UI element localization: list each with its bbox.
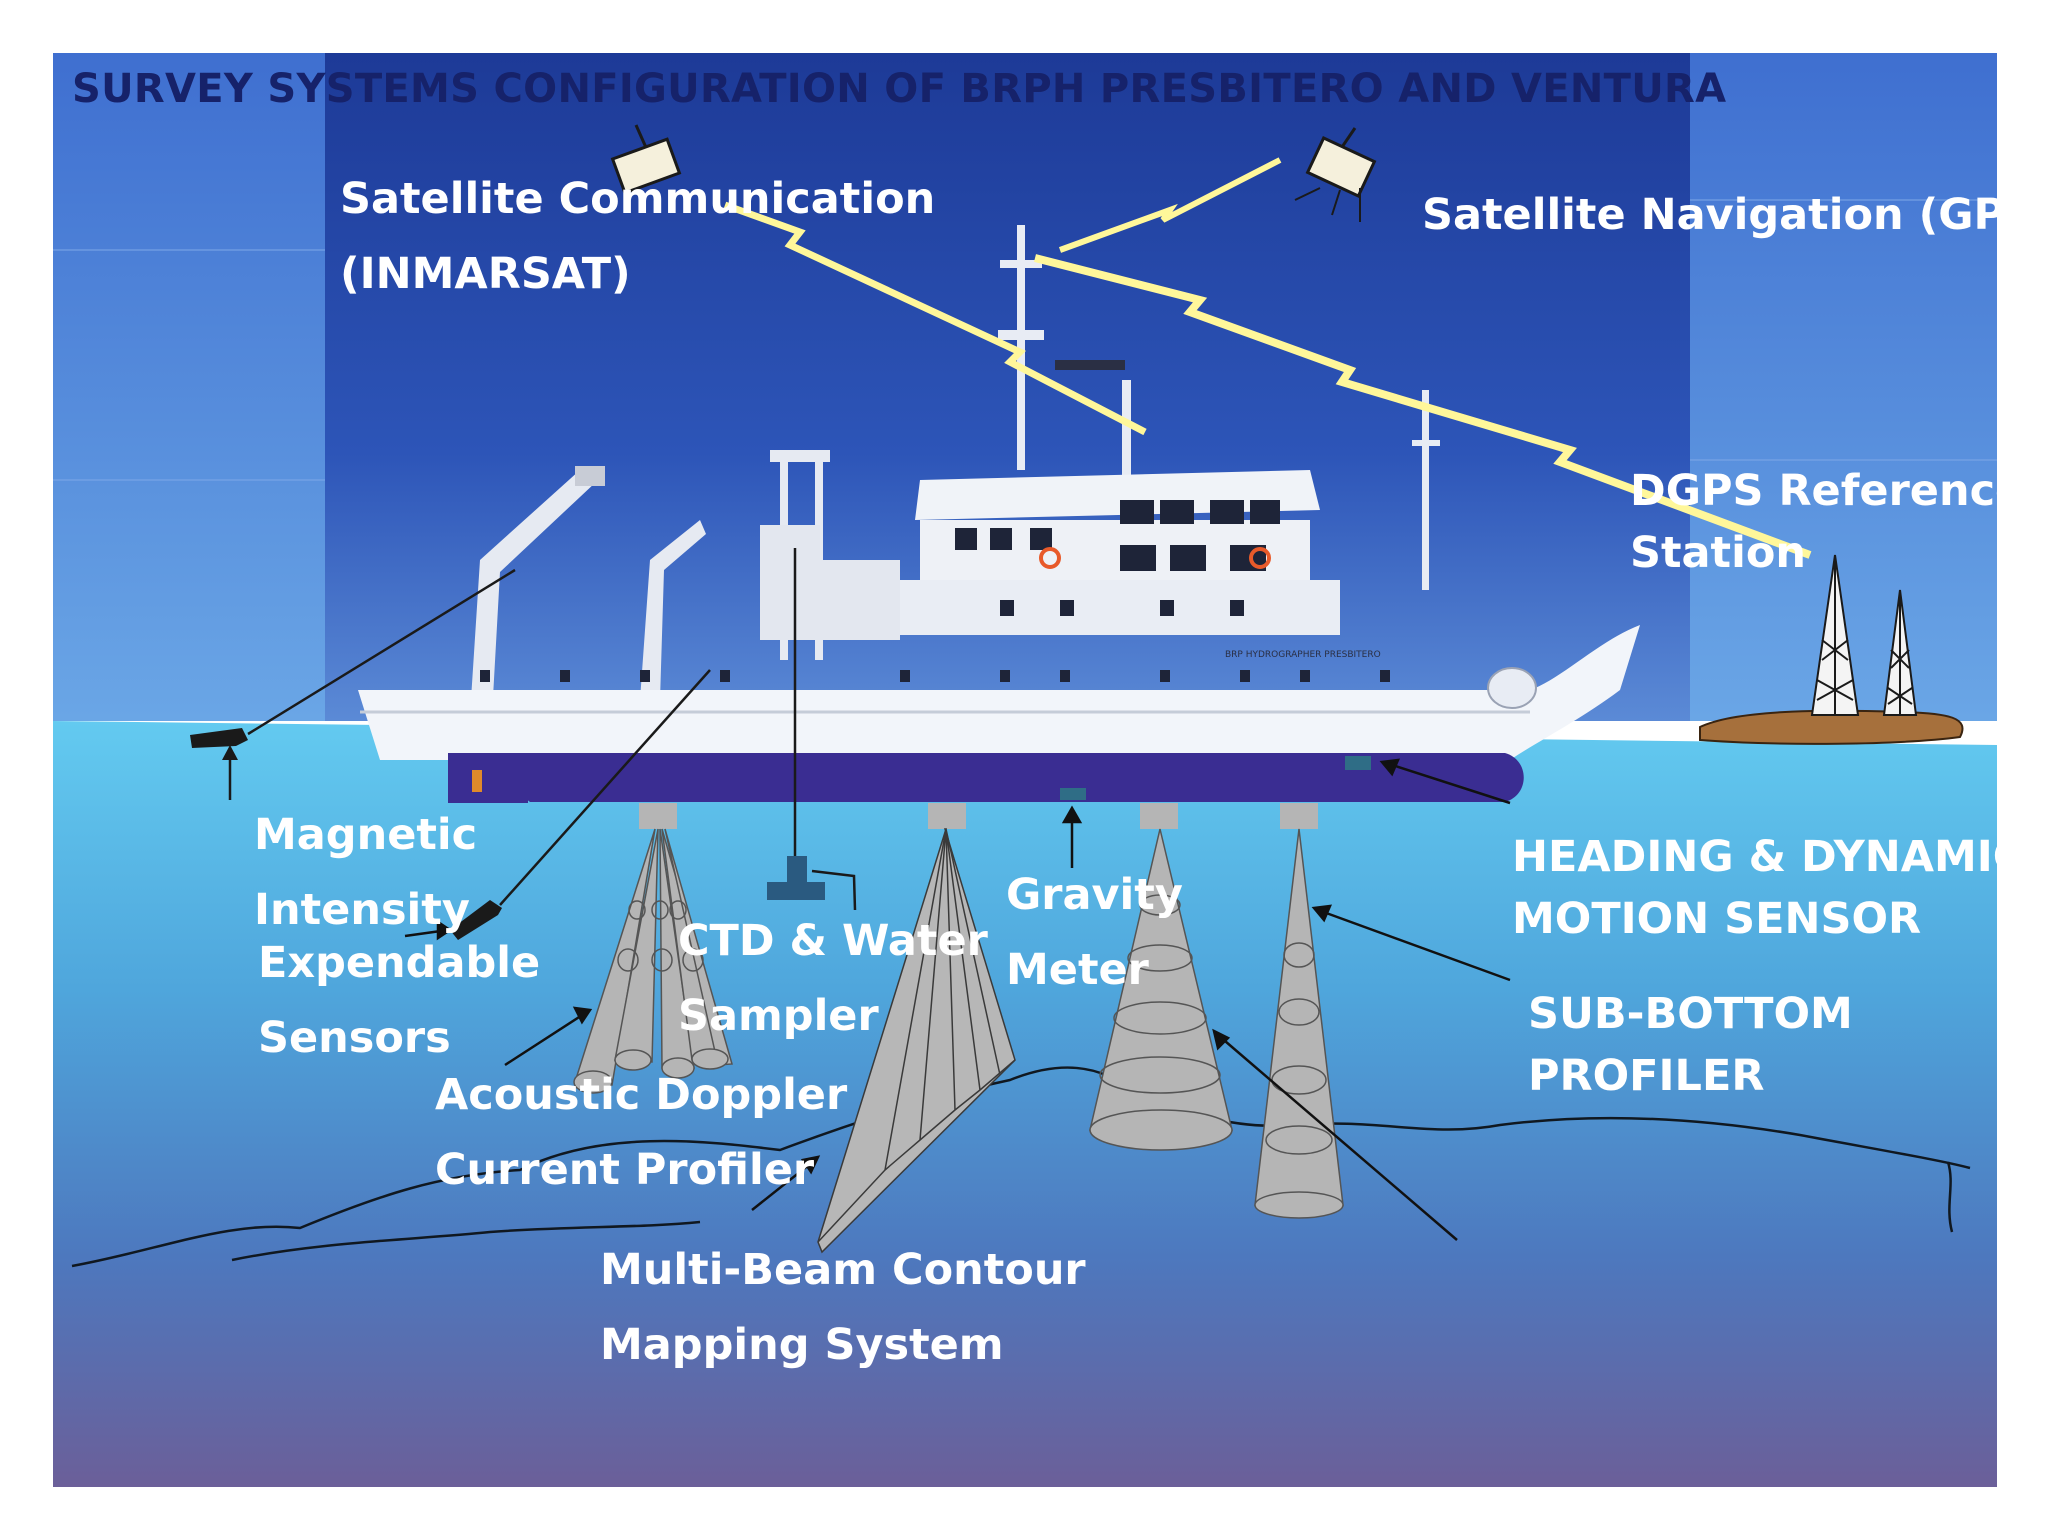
satellite-link-lightning <box>723 157 1812 559</box>
pointer-arrows <box>404 758 1511 1241</box>
label-line: Current Profiler <box>435 1145 815 1195</box>
label-ctd-water-sampler: CTD & Water Sampler <box>678 904 988 1054</box>
towed-sensor-icon <box>450 669 711 940</box>
label-line: (INMARSAT) <box>340 249 631 299</box>
label-line: Expendable <box>258 938 541 988</box>
label-heading-motion-sensor: HEADING & DYNAMIC MOTION SENSOR <box>1512 826 2024 950</box>
label-line: Satellite Communication <box>340 174 936 224</box>
label-line: MOTION SENSOR <box>1512 894 1922 944</box>
label-line: SUB-BOTTOM <box>1528 989 1853 1039</box>
label-satellite-communication: Satellite Communication (INMARSAT) <box>340 162 935 312</box>
seabed-contour <box>71 1066 1971 1268</box>
survey-vessel: BRP HYDROGRAPHER PRESBITERO <box>358 225 1640 803</box>
transducer-mounts <box>639 803 1318 829</box>
satellite-icon <box>1294 127 1377 222</box>
label-magnetic-intensity: Magnetic Intensity <box>254 798 477 948</box>
label-line: Meter <box>1006 945 1149 995</box>
sub-bottom-profiler-cone <box>1254 828 1344 1219</box>
label-line: Acoustic Doppler <box>435 1070 848 1120</box>
dgps-station <box>1699 554 1964 745</box>
multibeam-swath <box>817 828 1016 1254</box>
label-sub-bottom-profiler: SUB-BOTTOM PROFILER <box>1528 983 1853 1107</box>
label-dgps-reference-station: DGPS Reference Station <box>1630 460 2024 584</box>
label-line: Gravity <box>1006 870 1183 920</box>
label-line: Station <box>1630 528 1806 578</box>
label-line: Mapping System <box>600 1320 1004 1370</box>
label-line: Sampler <box>678 991 879 1041</box>
label-line: Magnetic <box>254 810 478 860</box>
sea <box>53 721 1997 1487</box>
adcp-beams <box>573 828 733 1094</box>
sky <box>53 53 1997 721</box>
label-gravity-meter: Gravity Meter <box>1006 858 1183 1008</box>
label-line: Multi-Beam Contour <box>600 1245 1086 1295</box>
label-acoustic-doppler: Acoustic Doppler Current Profiler <box>435 1058 847 1208</box>
label-line: Sensors <box>258 1013 451 1063</box>
label-line: Satellite Navigation (GPS) <box>1422 190 2048 240</box>
buoy-icon <box>190 568 516 800</box>
radio-tower-icon <box>1810 554 1860 716</box>
satellite-icon <box>610 124 682 195</box>
ctd-sampler <box>767 548 857 911</box>
label-line: Intensity <box>254 885 470 935</box>
label-multibeam-mapping: Multi-Beam Contour Mapping System <box>600 1233 1086 1383</box>
label-expendable-sensors: Expendable Sensors <box>258 926 540 1076</box>
vessel-name: BRP HYDROGRAPHER PRESBITERO <box>1225 650 1381 660</box>
label-line: HEADING & DYNAMIC <box>1512 832 2025 882</box>
label-line: PROFILER <box>1528 1051 1765 1101</box>
label-line: CTD & Water <box>678 916 988 966</box>
gravity-meter-cone <box>1089 828 1233 1151</box>
label-satellite-navigation: Satellite Navigation (GPS) <box>1422 178 2048 253</box>
radio-tower-icon <box>1882 589 1918 716</box>
label-line: DGPS Reference <box>1630 466 2025 516</box>
diagram-title: SURVEY SYSTEMS CONFIGURATION OF BRPH PRE… <box>72 66 1727 112</box>
